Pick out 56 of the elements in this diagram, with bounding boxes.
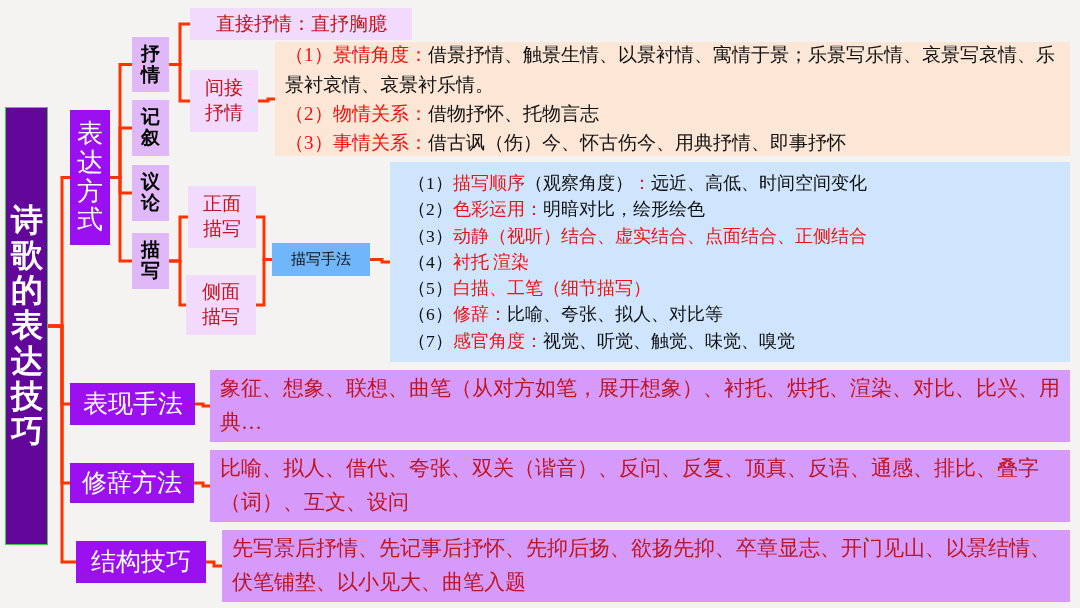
brace-connector xyxy=(206,560,222,568)
subcategory-box xyxy=(132,165,169,221)
content-text: （3）动静（视听）结合、虚实结合、点面结合、正侧结合 xyxy=(408,224,868,248)
content-text: 先写景后抒情、先记事后抒怀、先抑后扬、欲扬先抑、卒章显志、开门见山、以景结情、伏笔铺垫、以小见大、曲笔入题 xyxy=(232,535,1052,596)
method-label: 间接抒情 xyxy=(204,76,244,125)
content-box xyxy=(210,450,1070,522)
topic-title: 诗歌的表达技巧 xyxy=(10,202,43,450)
category-box xyxy=(70,383,195,425)
method-box xyxy=(188,186,256,248)
brace-connector xyxy=(256,258,272,307)
method-box xyxy=(272,243,370,276)
content-text: （1）景情角度：借景抒情、触景生情、以景衬情、寓情于景；乐景写乐情、哀景写哀情、乐景衬哀情、哀景衬乐情。 xyxy=(285,43,1056,97)
category-box xyxy=(76,541,206,583)
content-text: （3）事情关系：借古讽（伤）今、怀古伤今、用典抒情、即事抒怀 xyxy=(285,131,847,156)
content-text: （6）修辞：比喻、夸张、拟人、对比等 xyxy=(408,303,724,327)
category-label: 结构技巧 xyxy=(91,546,191,577)
content-text: （2）物情关系：借物抒怀、托物言志 xyxy=(285,102,600,126)
subcategory-box xyxy=(132,37,169,92)
brace-connector xyxy=(110,176,132,263)
content-text: （4）衬托 渲染 xyxy=(408,250,531,274)
brace-connector xyxy=(258,97,275,103)
brace-connector xyxy=(195,402,210,408)
category-label: 表现手法 xyxy=(82,388,183,419)
category-label: 表达方式 xyxy=(77,120,103,235)
brace-connector xyxy=(194,481,210,488)
content-text: 比喻、拟人、借代、夸张、双关（谐音）、反问、反复、顶真、反语、通感、排比、叠字（词）、互文、设问 xyxy=(220,455,1040,516)
brace-connector xyxy=(169,259,186,307)
method-box xyxy=(190,70,258,132)
subcategory-label: 议论 xyxy=(141,172,160,214)
category-label: 修辞方法 xyxy=(82,467,182,498)
brace-connector xyxy=(370,258,390,264)
subcategory-label: 描写 xyxy=(141,240,160,282)
content-box xyxy=(210,370,1070,442)
method-box xyxy=(190,8,412,40)
category-box xyxy=(70,463,194,503)
content-text: 象征、想象、联想、曲笔（从对方如笔，展开想象）、衬托、烘托、渲染、对比、比兴、用典… xyxy=(220,375,1060,436)
subcategory-box xyxy=(132,100,169,156)
content-box xyxy=(390,162,1070,362)
method-label: 描写手法 xyxy=(291,249,351,269)
subcategory-box xyxy=(132,233,169,289)
content-text: （1）描写顺序（观察角度）：远近、高低、时间空间变化 xyxy=(408,172,868,196)
subcategory-label: 抒情 xyxy=(141,43,160,86)
method-label: 正面描写 xyxy=(202,192,242,241)
subcategory-label: 记叙 xyxy=(141,107,160,149)
brace-connector xyxy=(169,63,190,103)
method-label: 直接抒情：直抒胸臆 xyxy=(215,11,387,36)
method-box xyxy=(186,275,256,335)
topic-box xyxy=(5,107,48,545)
brace-connector xyxy=(48,324,76,564)
method-label: 侧面描写 xyxy=(201,280,241,329)
content-text: （2）色彩运用：明暗对比，绘形绘色 xyxy=(408,198,706,222)
category-box xyxy=(70,110,110,245)
content-box xyxy=(222,530,1070,602)
content-text: （7）感官角度：视觉、听觉、触觉、味觉、嗅觉 xyxy=(408,329,796,353)
content-box xyxy=(275,42,1070,156)
content-text: （5）白描、工笔（细节描写） xyxy=(408,277,652,301)
